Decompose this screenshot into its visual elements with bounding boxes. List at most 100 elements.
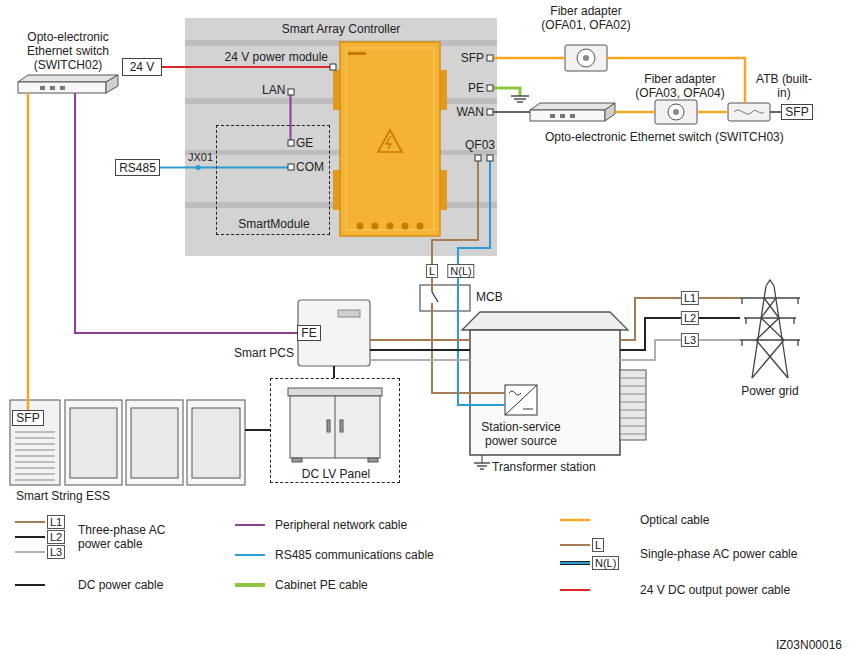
legend-sample: [560, 562, 590, 564]
cable-line: [458, 311, 505, 405]
cable-line: [27, 93, 30, 410]
transformer-station: [620, 378, 646, 434]
station-power-icon: [523, 409, 533, 410]
transmission-tower: [740, 298, 800, 340]
port-terminal: [288, 140, 294, 146]
mcb-box: [457, 285, 459, 311]
switch-icon: [18, 75, 615, 121]
fiber-adapter: Fiber adapter (OFA03, OFA04): [655, 100, 697, 124]
controller-cabinet: [357, 223, 364, 230]
node-label: Fiber adapter (OFA03, OFA04): [625, 72, 735, 100]
port-name: COM: [296, 160, 324, 174]
cable-line: [370, 359, 470, 361]
phase-tag: N(L): [447, 264, 474, 278]
fiber-adapter-icon: [673, 109, 679, 115]
dc-panel-cabinet: [368, 458, 378, 462]
phase-tag: L: [426, 264, 438, 278]
port-name: WAN: [456, 105, 484, 119]
controller-cabinet: [348, 52, 366, 55]
ess-cabinet: [15, 468, 55, 469]
connector-name: JX01: [188, 150, 213, 164]
dc-panel-cabinet: [288, 388, 382, 462]
switch-ports: [550, 114, 555, 118]
legend-swatch: [15, 584, 45, 586]
ess-cabinet: [10, 400, 60, 485]
station-power-icon: [505, 385, 537, 415]
ethernet-switch: Opto-electronic Ethernet switch (SWITCH0…: [530, 103, 615, 121]
node-label: Smart String ESS: [16, 489, 216, 503]
legend-swatch: [235, 554, 265, 556]
transformer-station: [474, 462, 490, 463]
transmission-tower: [740, 280, 800, 378]
ess-cabinet: [15, 450, 55, 451]
transformer-station: [480, 468, 484, 469]
node-label: 24 V: [130, 60, 155, 74]
mcb-box: [432, 292, 438, 302]
ess-cabinet: [131, 408, 178, 478]
legend-sample: [560, 561, 590, 565]
node-label: FE: [301, 326, 316, 340]
fiber-adapter-icon: [577, 49, 595, 67]
phase-tag: N(L): [592, 556, 619, 570]
port-terminal: [288, 164, 294, 170]
internal-wiring: [290, 95, 292, 140]
node-label: Transformer station: [492, 460, 622, 474]
port-terminal: [288, 89, 294, 95]
internal-wiring: [517, 101, 523, 102]
station-power-icon: [509, 391, 521, 395]
mcb-box: [431, 303, 433, 311]
dc-panel-cabinet: [290, 396, 380, 458]
legend-text: Peripheral network cable: [275, 518, 495, 532]
cable-line: [162, 66, 185, 68]
port-box: SFP: [12, 410, 44, 426]
ess-cabinet: [126, 400, 183, 485]
switch-ports: [560, 114, 565, 118]
transformer-station: [620, 386, 646, 387]
legend-text: DC power cable: [78, 578, 278, 592]
node-label: DC LV Panel: [271, 467, 401, 481]
controller-cabinet: [340, 42, 440, 236]
phase-tag: L3: [681, 333, 699, 347]
grid-tower: Power grid: [740, 280, 800, 380]
pcs-cabinet: [298, 300, 370, 366]
controller-cabinet: [387, 223, 394, 230]
fiber-adapter-icon: [655, 100, 697, 124]
controller-cabinet: [417, 223, 424, 230]
legend-sample: [560, 544, 590, 546]
node-label: Smart PCS: [200, 346, 294, 360]
cable-line: [615, 111, 655, 114]
cable-line: [160, 167, 216, 169]
port-terminal: [487, 155, 493, 161]
phase-tag: L1: [681, 291, 699, 305]
internal-wiring: [458, 161, 490, 256]
transformer-station: [620, 426, 646, 427]
port-terminal: [487, 109, 493, 115]
legend-text: Three-phase AC power cable: [78, 523, 178, 551]
port-box: FE: [297, 325, 321, 341]
cable-line: [75, 93, 297, 333]
controller-cabinet: [378, 130, 402, 152]
transformer-station: [620, 410, 646, 411]
legend-sample: [15, 521, 45, 523]
panel-box: DC LV Panel: [270, 378, 400, 483]
cable-line: [432, 311, 505, 393]
transformer-station: [620, 434, 646, 435]
cable-line: [497, 111, 530, 113]
internal-wiring: [185, 66, 330, 68]
node-label: Opto-electronic Ethernet switch (SWITCH0…: [13, 30, 123, 72]
controller-cabinet: [372, 223, 379, 230]
ess-cabinet: [15, 432, 55, 480]
node-label: RS485: [119, 161, 156, 175]
legend-swatch: [235, 524, 265, 526]
station-power-icon: [505, 385, 537, 415]
legend-text: Single-phase AC power cable: [640, 547, 840, 561]
internal-wiring: [432, 161, 478, 256]
mcb-box: [431, 285, 433, 292]
switch-ports: [50, 86, 55, 90]
node-label: Fiber adapter (OFA01, OFA02): [531, 4, 641, 32]
atb-icon: [728, 103, 770, 121]
switch-ports: [570, 114, 575, 118]
controller-cabinet: [346, 48, 434, 230]
port-terminal: [288, 55, 493, 170]
legend-sample: [15, 536, 45, 538]
